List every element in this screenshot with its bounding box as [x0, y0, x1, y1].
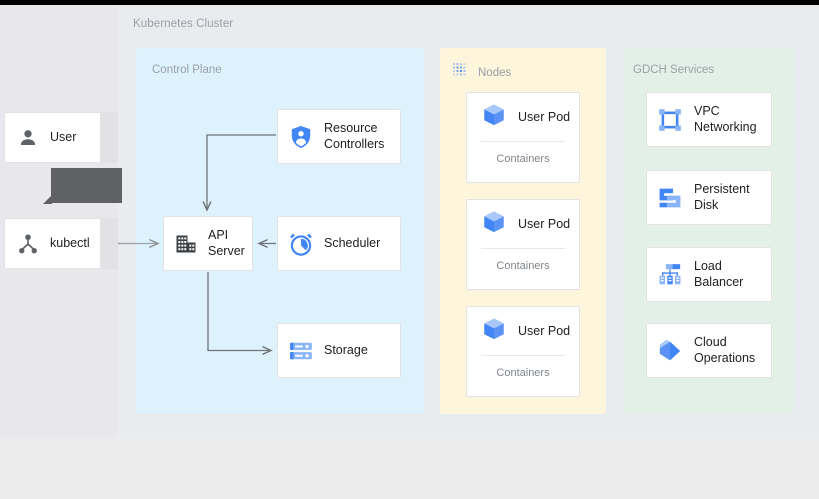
cube-icon	[481, 209, 507, 240]
tooltip-popup	[51, 168, 122, 203]
tooltip-pointer	[43, 195, 52, 204]
divider	[481, 355, 565, 356]
storage-rack-icon	[288, 338, 314, 364]
window-top-bar	[0, 0, 819, 5]
containers-label: Containers	[496, 260, 550, 272]
cloud-operations-card[interactable]: Cloud Operations	[646, 323, 772, 378]
nodes-title: Nodes	[478, 66, 512, 79]
user-pod-label: User Pod	[518, 110, 571, 124]
containers-label: Containers	[496, 153, 550, 165]
storage-label: Storage	[324, 342, 368, 357]
cube-icon	[481, 102, 507, 133]
vpc-frame-icon	[657, 107, 683, 133]
cloud-operations-label: Cloud Operations	[694, 335, 756, 365]
user-label: User	[50, 129, 77, 144]
user-pod-label: User Pod	[518, 324, 571, 338]
resource-controllers-label: Resource Controllers	[324, 121, 385, 151]
cluster-title: Kubernetes Cluster	[133, 18, 234, 30]
containers-label: Containers	[496, 367, 550, 379]
persistent-disk-icon	[657, 185, 683, 211]
divider	[481, 141, 565, 142]
shield-person-icon	[288, 124, 314, 150]
user-card[interactable]: User	[4, 112, 101, 163]
control-plane-title: Control Plane	[152, 64, 222, 76]
load-balancer-icon	[657, 262, 683, 288]
load-balancer-label: Load Balancer	[694, 259, 744, 289]
storage-card[interactable]: Storage	[277, 323, 401, 378]
api-server-card[interactable]: API Server	[163, 216, 253, 271]
persistent-disk-card[interactable]: Persistent Disk	[646, 170, 772, 225]
vpc-networking-card[interactable]: VPC Networking	[646, 92, 772, 147]
server-building-icon	[174, 232, 198, 256]
dotted-grid-icon	[452, 62, 468, 83]
user-pod-card[interactable]: User Pod Containers	[466, 92, 580, 183]
load-balancer-card[interactable]: Load Balancer	[646, 247, 772, 302]
user-pod-card[interactable]: User Pod Containers	[466, 306, 580, 397]
divider	[481, 248, 565, 249]
vpc-networking-label: VPC Networking	[694, 104, 757, 134]
persistent-disk-label: Persistent Disk	[694, 182, 750, 212]
alarm-clock-icon	[288, 231, 314, 257]
cloud-operations-cube-icon	[657, 338, 683, 364]
kubectl-card[interactable]: kubectl	[4, 218, 101, 269]
cube-icon	[481, 316, 507, 347]
user-card-shadow	[101, 112, 118, 163]
user-pod-label: User Pod	[518, 217, 571, 231]
scheduler-label: Scheduler	[324, 235, 381, 250]
user-pod-card[interactable]: User Pod Containers	[466, 199, 580, 290]
gdch-services-title: GDCH Services	[633, 64, 715, 76]
kubectl-node-icon	[17, 233, 39, 255]
person-icon	[17, 127, 39, 149]
kubectl-label: kubectl	[50, 235, 90, 250]
scheduler-card[interactable]: Scheduler	[277, 216, 401, 271]
api-server-label: API Server	[208, 228, 245, 258]
resource-controllers-card[interactable]: Resource Controllers	[277, 109, 401, 164]
kubectl-card-shadow	[101, 218, 118, 269]
